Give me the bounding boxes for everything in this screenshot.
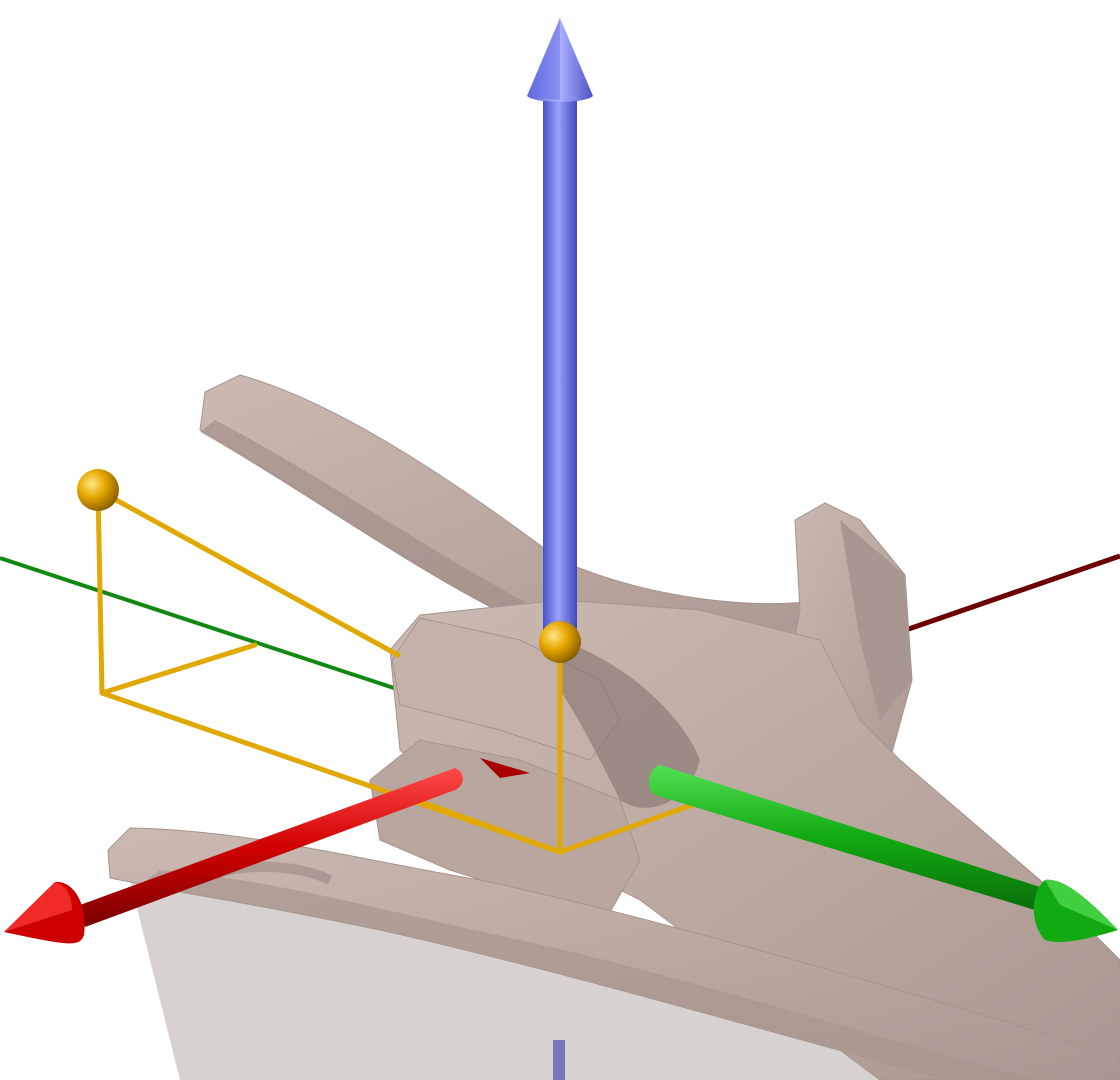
z-axis-arrow: [527, 18, 593, 631]
hand-mesh: [107, 374, 1120, 1080]
projection-line-top: [95, 487, 401, 658]
coordinate-projection-lines: [95, 487, 709, 855]
x-axis-far-line: [899, 553, 1120, 635]
x-axis-arrow: [4, 758, 530, 944]
projection-line-to-green: [557, 797, 709, 855]
y-axis-far-line: [0, 556, 401, 692]
y-axis-arrow: [648, 765, 1118, 942]
point-marker-origin[interactable]: [539, 621, 581, 663]
z-axis-bottom-stub: [553, 1040, 565, 1080]
projection-line-to-y-axis: [99, 642, 258, 696]
projection-line-vertical-left: [95, 487, 105, 696]
point-marker-projection[interactable]: [77, 469, 119, 511]
projection-line-to-red: [413, 797, 563, 855]
